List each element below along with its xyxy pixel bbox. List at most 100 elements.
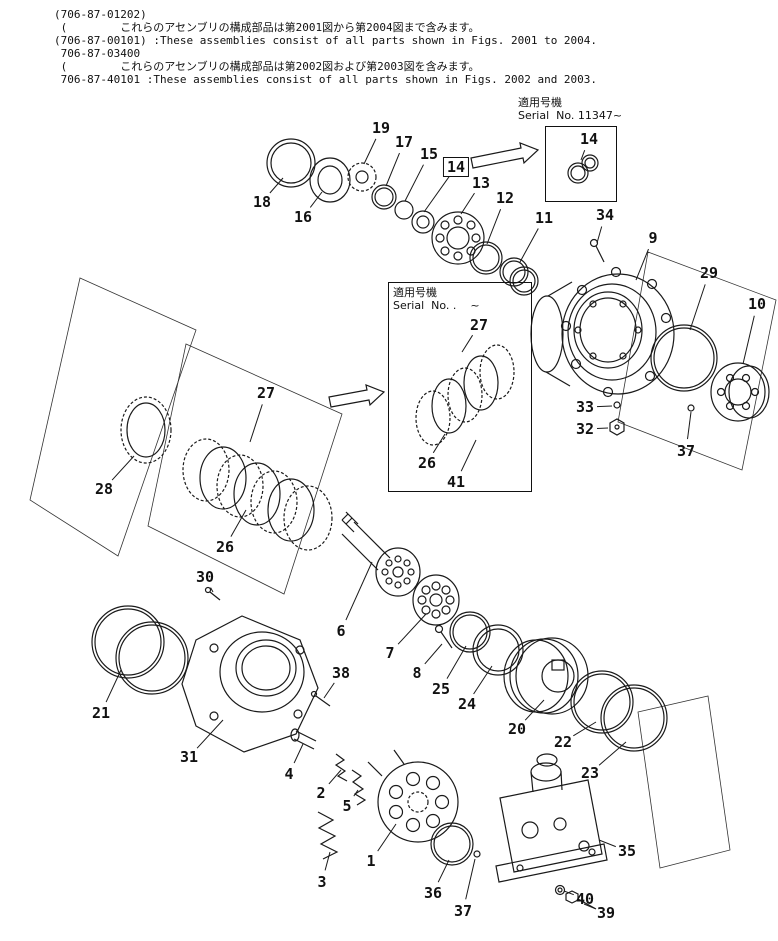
callout-26: 26 (215, 538, 235, 556)
callout-37: 37 (453, 902, 473, 920)
callout-19: 19 (371, 119, 391, 137)
callout-14: 14 (579, 130, 599, 148)
leader-line (424, 643, 443, 665)
callout-20: 20 (507, 720, 527, 738)
leader-line (596, 405, 613, 408)
leader-line (385, 152, 400, 187)
header-line: (706-87-01202) (54, 8, 147, 21)
top-parts-chain (266, 138, 539, 296)
leader-line (196, 719, 224, 749)
leader-line (596, 226, 603, 244)
callout-39: 39 (596, 904, 616, 922)
leader-line (689, 284, 706, 331)
callout-28: 28 (94, 480, 114, 498)
leader-line (328, 769, 342, 785)
callout-26: 26 (417, 454, 437, 472)
cylinder-block-group (367, 749, 481, 866)
leader-line (598, 741, 627, 766)
leader-line (460, 439, 477, 472)
callout-32: 32 (575, 420, 595, 438)
callout-40: 40 (575, 890, 595, 908)
inset-serial-box-1 (545, 126, 617, 202)
header-line: 706-87-03400 (54, 47, 141, 60)
leader-line (324, 851, 331, 871)
leader-line (377, 823, 397, 852)
inset2-title: 適用号機 (393, 286, 437, 299)
callout-34: 34 (595, 206, 615, 224)
callout-13: 13 (471, 174, 491, 192)
leader-line (519, 228, 539, 263)
leader-line (249, 404, 263, 443)
leader-line (473, 665, 493, 695)
inset2-serial: Serial No. . ~ (393, 299, 480, 312)
leader-line (323, 682, 335, 699)
inset-serial-box-2 (388, 282, 532, 492)
motor-case-group (91, 586, 331, 753)
leader-line (583, 903, 596, 909)
leader-line (432, 433, 446, 454)
callout-27: 27 (469, 316, 489, 334)
callout-36: 36 (423, 884, 443, 902)
leader-line (465, 858, 476, 900)
callout-22: 22 (553, 733, 573, 751)
leader-line (486, 209, 502, 245)
callout-1: 1 (366, 852, 376, 870)
inset-serial-label-2: 適用号機 Serial No. . ~ (393, 286, 480, 312)
leader-line (573, 721, 597, 737)
callout-6: 6 (336, 622, 346, 640)
callout-38: 38 (331, 664, 351, 682)
leader-line (345, 561, 373, 621)
callout-2: 2 (316, 784, 326, 802)
leader-line (598, 839, 616, 848)
inset1-serial: Serial No. 11347~ (518, 109, 623, 122)
disc-pack-group (120, 396, 333, 551)
callout-15: 15 (419, 145, 439, 163)
leader-line (293, 743, 304, 764)
callout-29: 29 (699, 264, 719, 282)
callout-37: 37 (676, 442, 696, 460)
header-line: ( これらのアセンブリの構成部品は第2001図から第2004図まで含みます。 (54, 21, 480, 34)
header-lines: (706-87-01202) ( これらのアセンブリの構成部品は第2001図から… (54, 8, 597, 86)
callout-11: 11 (534, 209, 554, 227)
callout-7: 7 (385, 644, 395, 662)
leader-line (635, 248, 649, 281)
springs-group (290, 728, 367, 860)
leader-line (460, 192, 475, 215)
callout-12: 12 (495, 189, 515, 207)
callout-10: 10 (747, 295, 767, 313)
callout-17: 17 (394, 133, 414, 151)
callout-18: 18 (252, 193, 272, 211)
pulley-group (449, 611, 668, 752)
leader-line (105, 669, 122, 703)
leader-line (437, 859, 450, 883)
leader-line (111, 455, 135, 481)
leader-line (353, 789, 359, 797)
leader-line (230, 509, 247, 537)
callout-33: 33 (575, 398, 595, 416)
callout-25: 25 (431, 680, 451, 698)
callout-23: 23 (580, 764, 600, 782)
inset1-title: 適用号機 (518, 96, 562, 109)
callout-27: 27 (256, 384, 276, 402)
callout-14: 14 (442, 157, 470, 177)
callout-4: 4 (284, 765, 294, 783)
callout-9: 9 (648, 229, 658, 247)
callout-24: 24 (457, 695, 477, 713)
callout-21: 21 (91, 704, 111, 722)
block-arrow-icon (328, 142, 540, 408)
callout-41: 41 (446, 473, 466, 491)
leader-line (269, 177, 284, 194)
shaft-group (341, 511, 460, 649)
inset1-parts (567, 154, 599, 184)
inset-serial-label-1: 適用号機 Serial No. 11347~ (518, 96, 622, 122)
callout-8: 8 (412, 664, 422, 682)
callout-31: 31 (179, 748, 199, 766)
callout-3: 3 (317, 873, 327, 891)
leader-line (596, 427, 609, 429)
callout-16: 16 (293, 208, 313, 226)
header-line: ( これらのアセンブリの構成部品は第2002図および第2003図を含みます。 (54, 60, 480, 73)
leader-line (687, 411, 692, 440)
